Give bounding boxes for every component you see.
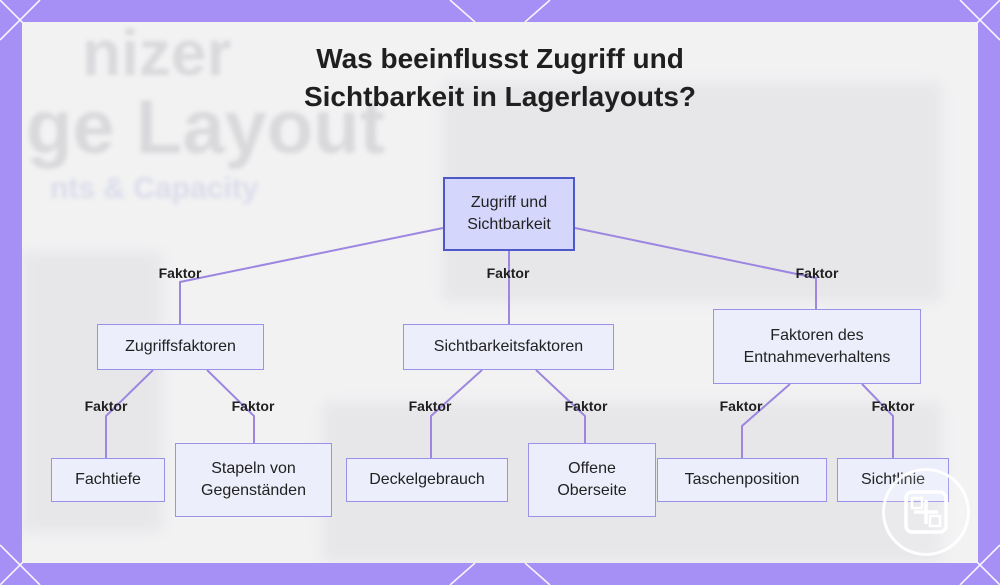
factor-node: Fachtiefe <box>51 458 165 502</box>
edge-label: Faktor <box>408 398 452 414</box>
edge-label: Faktor <box>486 265 530 281</box>
diagram-edge <box>861 383 894 458</box>
diagram-edge <box>574 227 817 309</box>
node-label-line: Sichtbarkeitsfaktoren <box>433 338 584 355</box>
node-label-line: Zugriff und <box>470 194 548 211</box>
diagram-edge <box>105 369 154 458</box>
category-node-access: Zugriffsfaktoren <box>97 324 264 370</box>
diagram-title-line: Was beeinflusst Zugriff und <box>316 43 684 74</box>
node-label-line: Fachtiefe <box>75 471 141 488</box>
node-label-line: Zugriffsfaktoren <box>125 338 236 355</box>
edge-label: Faktor <box>871 398 915 414</box>
background-text-line: ge Layout <box>26 85 385 170</box>
factor-node: Taschenposition <box>657 458 827 502</box>
background-text-line: nizer <box>82 22 232 89</box>
node-label-line: Sichtbarkeit <box>467 216 551 233</box>
edge-label: Faktor <box>231 398 275 414</box>
category-node-visibility: Sichtbarkeitsfaktoren <box>403 324 614 370</box>
node-label-line: Stapeln von <box>211 460 296 477</box>
diagram-edge <box>206 369 255 443</box>
factor-node: Deckelgebrauch <box>346 458 508 502</box>
node-label-line: Entnahmeverhaltens <box>743 348 891 366</box>
edge-label: Faktor <box>158 265 202 281</box>
edge-label: Faktor <box>719 398 763 414</box>
diagram-edge <box>535 369 586 443</box>
diagram-title-line: Sichtbarkeit in Lagerlayouts? <box>303 81 697 112</box>
background-text-line: nts & Capacity <box>50 172 259 205</box>
edge-label: Faktor <box>564 398 608 414</box>
node-label-line: Oberseite <box>557 482 627 499</box>
grid-logo-icon <box>882 468 970 556</box>
node-label-line: Deckelgebrauch <box>369 471 485 488</box>
diagram-edge <box>430 369 483 458</box>
diagram-edge <box>179 227 444 324</box>
edge-label: Faktor <box>84 398 128 414</box>
node-label-line: Taschenposition <box>684 471 800 488</box>
diagram-title: Was beeinflusst Zugriff und Sichtbarkeit… <box>22 40 978 116</box>
diagram-edge <box>741 383 791 458</box>
node-label-line: Faktoren des <box>770 326 864 344</box>
node-label-line: Offene <box>568 460 616 477</box>
node-label-line: Gegenständen <box>201 482 306 499</box>
edge-label: Faktor <box>795 265 839 281</box>
